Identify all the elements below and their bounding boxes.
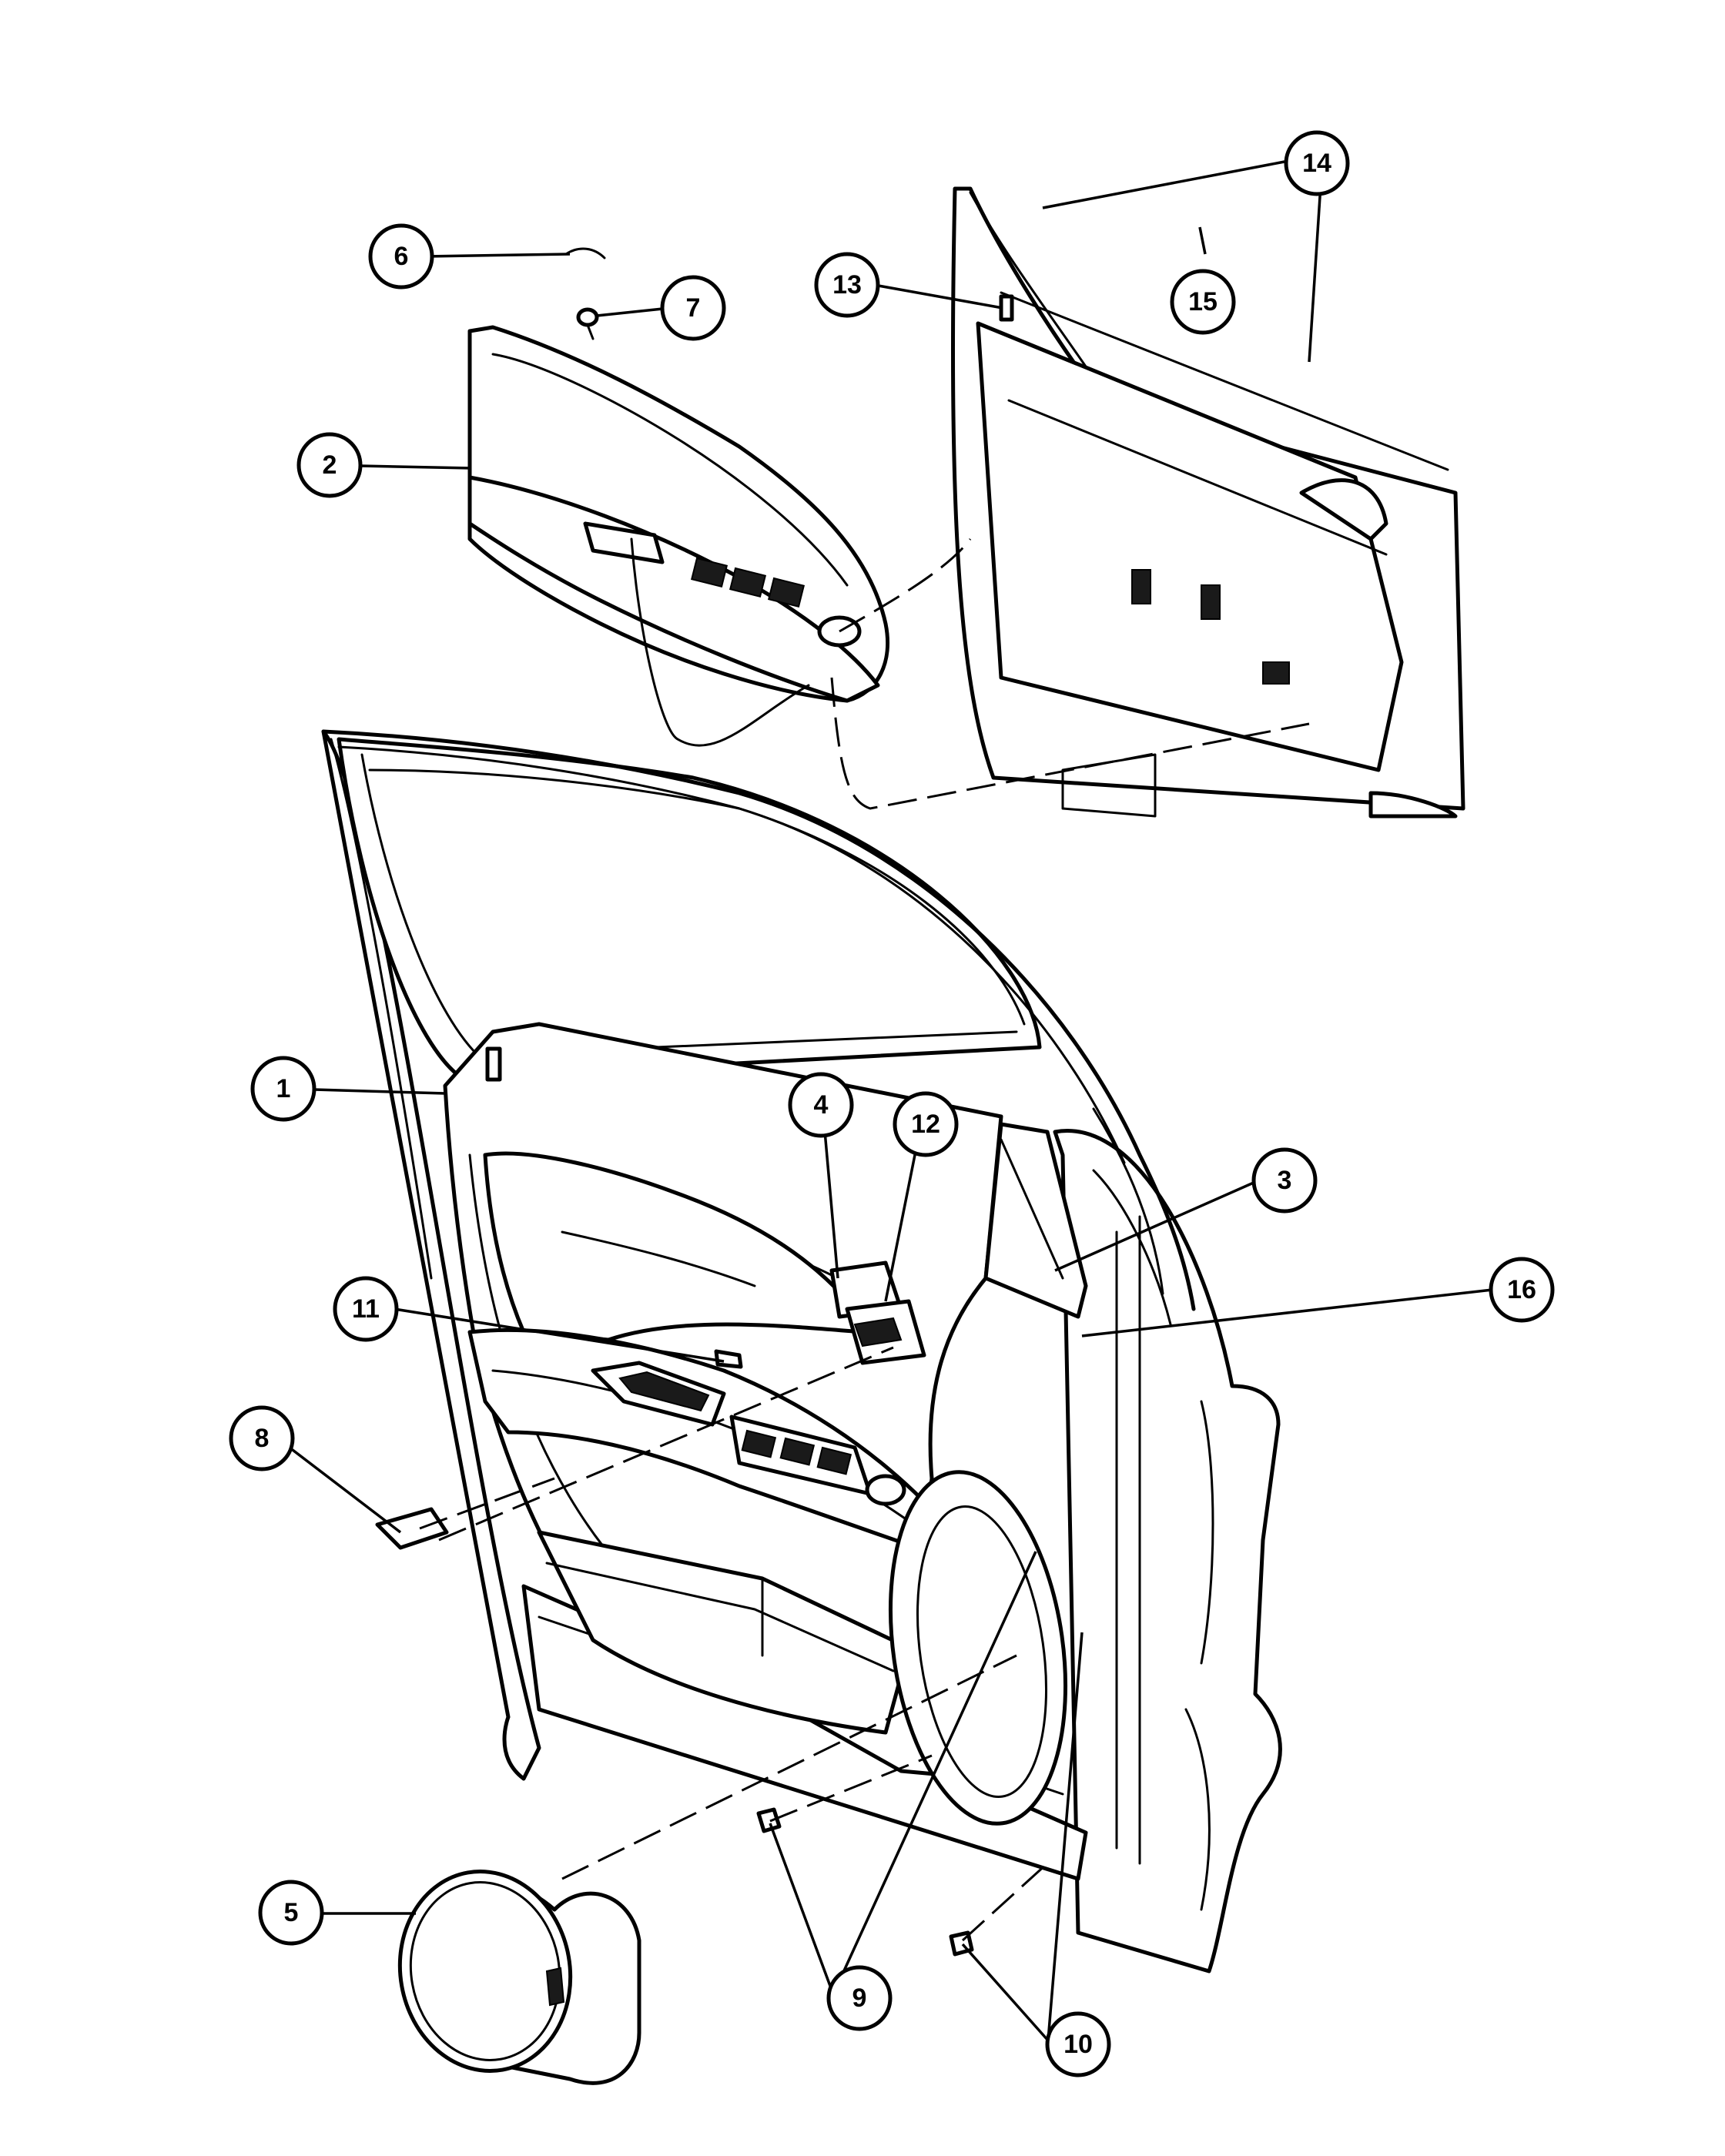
callout-1: 1 xyxy=(250,1056,317,1122)
callout-13: 13 xyxy=(814,252,880,318)
clip-and-screw xyxy=(564,247,606,340)
door-trim-panel xyxy=(443,1022,1068,1826)
inset-trim-panel xyxy=(467,325,890,703)
callout-2: 2 xyxy=(296,432,363,498)
assembly-lines xyxy=(419,537,1310,1942)
callout-16-label: 16 xyxy=(1507,1275,1536,1304)
switch-bezel-part xyxy=(375,1507,449,1550)
callout-5: 5 xyxy=(258,1880,324,1946)
inset-door-inner xyxy=(950,186,1465,819)
callout-12-label: 12 xyxy=(911,1110,940,1139)
callout-3-label: 3 xyxy=(1278,1166,1292,1195)
callout-8-label: 8 xyxy=(255,1424,270,1453)
callout-6: 6 xyxy=(368,223,434,290)
callout-7-label: 7 xyxy=(686,293,701,323)
callout-4: 4 xyxy=(788,1072,854,1138)
callout-6-label: 6 xyxy=(394,242,409,271)
callout-12: 12 xyxy=(893,1091,959,1157)
callout-16: 16 xyxy=(1489,1257,1555,1323)
callout-5-label: 5 xyxy=(284,1898,299,1927)
callout-1-label: 1 xyxy=(276,1074,291,1103)
callout-7: 7 xyxy=(660,275,726,341)
callout-11: 11 xyxy=(333,1276,399,1342)
callout-10-label: 10 xyxy=(1063,2030,1093,2059)
callout-13-label: 13 xyxy=(832,270,862,300)
callout-9: 9 xyxy=(826,1965,893,2031)
callouts: 1 2 3 4 5 6 7 8 9 10 11 12 13 14 15 16 xyxy=(229,130,1555,2077)
callout-4-label: 4 xyxy=(814,1090,829,1120)
callout-11-label: 11 xyxy=(352,1294,380,1324)
callout-8: 8 xyxy=(229,1405,295,1471)
callout-9-label: 9 xyxy=(852,1984,867,2013)
callout-10: 10 xyxy=(1045,2011,1111,2077)
speaker-grille xyxy=(397,1870,641,2085)
callout-2-label: 2 xyxy=(323,450,337,480)
door-window-frame xyxy=(321,729,1196,1311)
push-pin-fastener xyxy=(714,1349,743,1369)
callout-3: 3 xyxy=(1251,1147,1318,1214)
callout-15: 15 xyxy=(1170,269,1236,335)
callout-14-label: 14 xyxy=(1302,149,1331,178)
callout-15-label: 15 xyxy=(1188,287,1218,316)
door-inner-frame xyxy=(321,729,1282,1974)
callout-14: 14 xyxy=(1284,130,1350,196)
handle-bezel-part xyxy=(829,1260,926,1365)
